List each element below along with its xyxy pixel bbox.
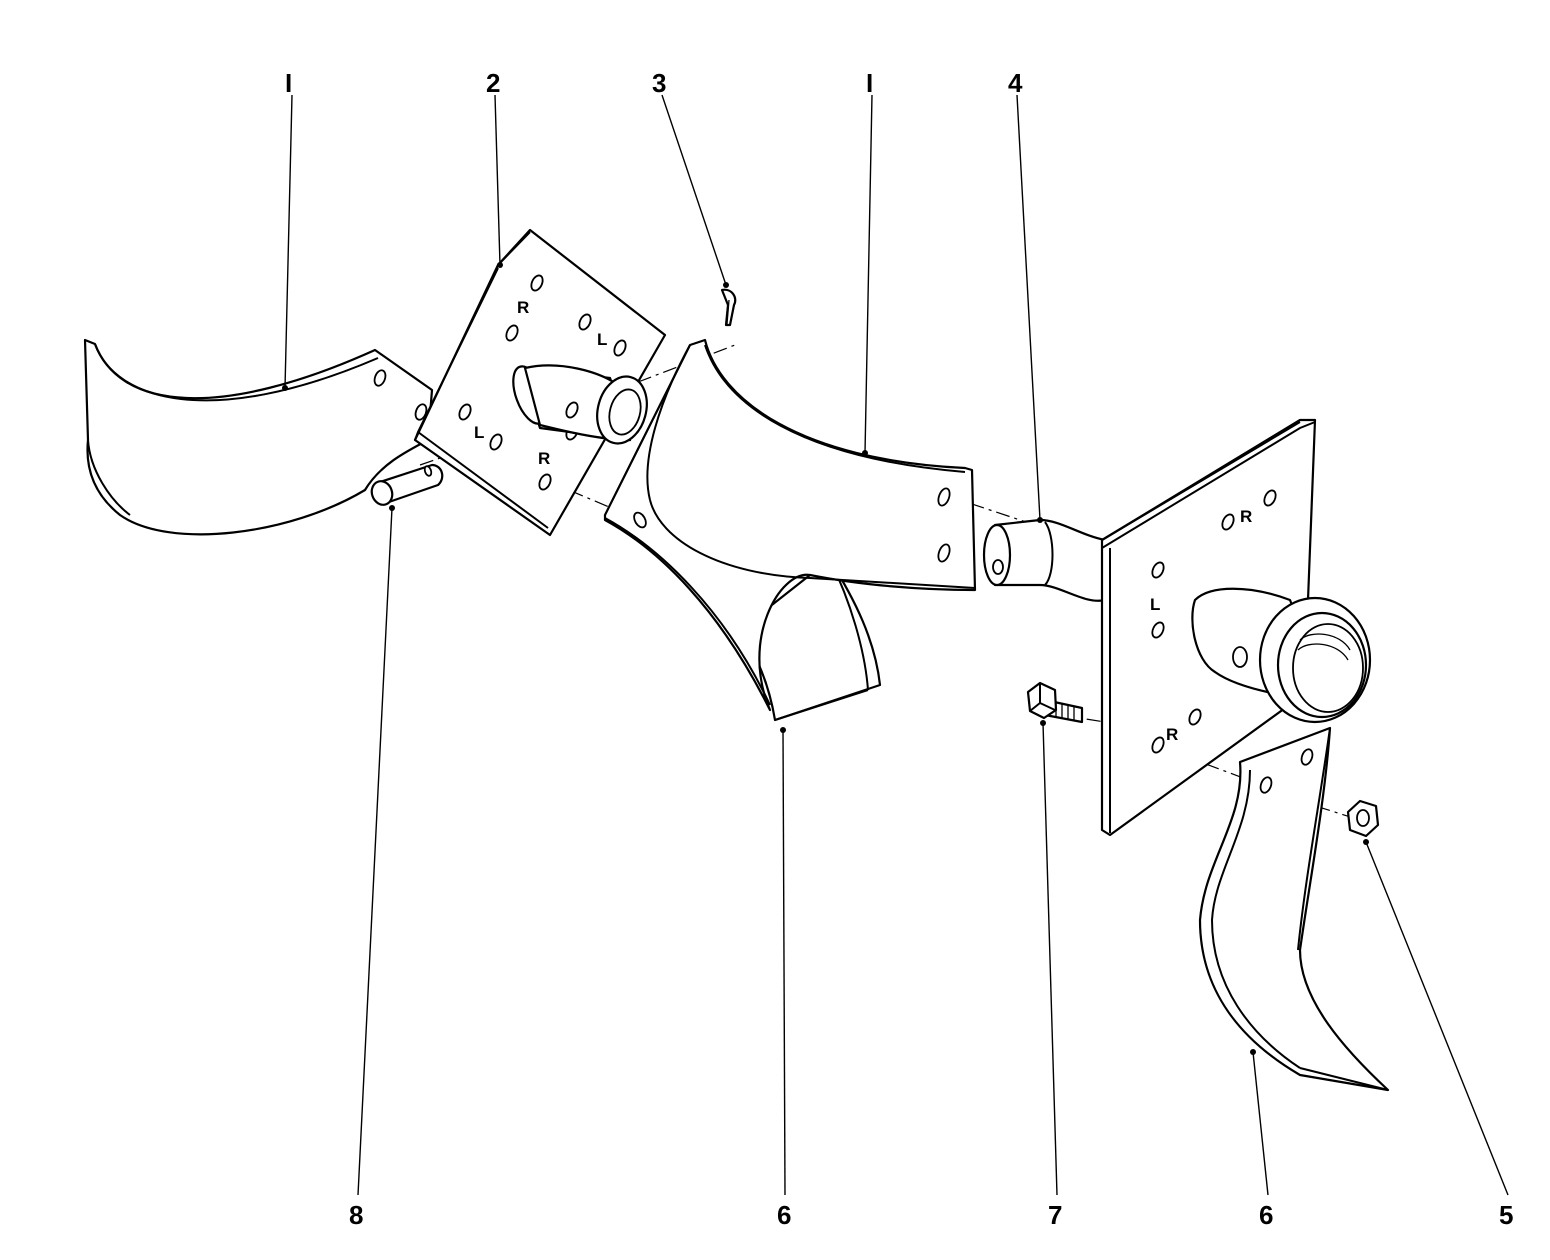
callout-1-center: I bbox=[866, 68, 873, 98]
callout-numbers: I 2 3 I 4 8 6 7 6 5 bbox=[285, 68, 1513, 1230]
mark-left-r-top: R bbox=[517, 298, 529, 317]
callout-5: 5 bbox=[1499, 1200, 1513, 1230]
callout-1-left: I bbox=[285, 68, 292, 98]
mark-left-l-right: L bbox=[597, 330, 607, 349]
mark-left-r-bottom: R bbox=[538, 449, 550, 468]
mark-right-r-top: R bbox=[1240, 507, 1252, 526]
callout-3: 3 bbox=[652, 68, 666, 98]
hex-nut bbox=[1346, 799, 1380, 838]
callout-4: 4 bbox=[1008, 68, 1023, 98]
mark-left-l-bottom: L bbox=[474, 423, 484, 442]
callout-7: 7 bbox=[1048, 1200, 1062, 1230]
left-curved-tine bbox=[83, 338, 434, 536]
callout-6-right: 6 bbox=[1259, 1200, 1273, 1230]
right-flange-plate: R L R bbox=[1100, 418, 1372, 837]
clevis-pin bbox=[370, 463, 444, 506]
center-tine bbox=[603, 338, 977, 722]
callout-2: 2 bbox=[486, 68, 500, 98]
stub-shaft bbox=[982, 518, 1107, 602]
leader-lines bbox=[282, 94, 1509, 1196]
left-flange-plate: R L L R bbox=[413, 228, 667, 537]
right-tine bbox=[1198, 726, 1390, 1092]
mark-right-r-bottom: R bbox=[1166, 725, 1178, 744]
mark-right-l: L bbox=[1150, 595, 1160, 614]
callout-8: 8 bbox=[349, 1200, 363, 1230]
cotter-pin bbox=[720, 288, 737, 327]
callout-6-center: 6 bbox=[777, 1200, 791, 1230]
hex-bolt bbox=[1026, 681, 1084, 724]
